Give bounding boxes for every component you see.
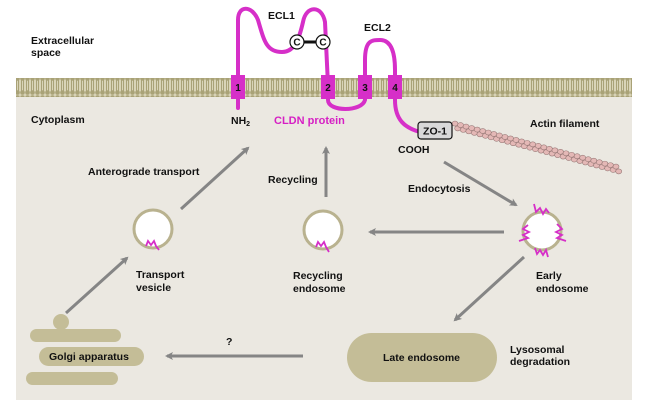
actin-bead [451, 120, 459, 127]
actin-bead [534, 143, 542, 149]
tm-label-3: 3 [362, 83, 368, 94]
actin-bead [468, 125, 475, 131]
golgi-to-vesicle-arrow [64, 256, 129, 315]
cldn-protein-label: CLDN protein [274, 115, 345, 127]
actin-bead [529, 141, 537, 148]
recycling-endosome-cldn [315, 240, 330, 253]
actin-bead [479, 128, 487, 134]
late-endosome [347, 333, 497, 382]
early-endosome-cldn [518, 203, 567, 258]
golgi-apparatus [26, 314, 144, 385]
actin-bead [523, 140, 531, 146]
actin-bead [546, 146, 553, 152]
actin-bead [462, 123, 470, 130]
early-to-late-arrow [453, 255, 526, 322]
actin-bead [485, 129, 492, 136]
actin-bead [496, 132, 503, 139]
tm-label-2: 2 [325, 83, 331, 94]
actin-bead [573, 153, 581, 160]
actin-bead [568, 151, 575, 158]
anterograde-transport-label: Anterograde transport [88, 166, 200, 178]
recycling-endosome [302, 209, 344, 251]
lysosomal-label-line2: degradation [510, 356, 570, 368]
actin-bead [501, 134, 509, 140]
cytoplasm-label: Cytoplasm [31, 114, 85, 126]
actin-bead [590, 157, 598, 164]
endocytosis-label: Endocytosis [408, 183, 471, 195]
actin-bead [457, 122, 464, 128]
ecl2-label: ECL2 [364, 22, 391, 34]
late-endosome-label: Late endosome [383, 352, 460, 364]
actin-filament [451, 120, 623, 175]
actin-bead [579, 154, 586, 161]
endocytosis-arrow [443, 160, 518, 207]
actin-bead [557, 148, 564, 155]
anterograde-arrow [179, 146, 250, 211]
zo1-label: ZO-1 [423, 126, 447, 138]
cysteine-right-label: C [319, 38, 326, 49]
transport-vesicle-label-line2: vesicle [136, 282, 171, 294]
tm-domain-2 [321, 75, 335, 99]
actin-bead [473, 126, 481, 133]
recycling-endosome-label-line2: endosome [293, 283, 346, 295]
actin-bead [584, 156, 592, 162]
tm-label-1: 1 [235, 83, 241, 94]
cooh-label: COOH [398, 144, 430, 156]
recycling-label: Recycling [268, 174, 318, 186]
actin-bead [490, 131, 498, 137]
actin-bead [596, 159, 603, 165]
actin-bead [518, 138, 525, 145]
nh2-label: NH2 [231, 115, 250, 128]
recycling-endosome-label-line1: Recycling [293, 270, 343, 282]
cysteine-right [315, 34, 331, 50]
tm-label-4: 4 [392, 83, 398, 94]
golgi-label: Golgi apparatus [49, 351, 129, 363]
transport-vesicle-label-line1: Transport [136, 269, 185, 281]
actin-bead [607, 162, 614, 168]
actin-bead [512, 137, 520, 143]
early-endosome-label-line1: Early [536, 270, 562, 282]
cysteine-left-label: C [293, 38, 300, 49]
actin-bead [601, 160, 609, 167]
question-label: ? [226, 336, 232, 348]
zo1-box [417, 121, 453, 140]
tm-domain-1 [231, 75, 245, 99]
extracellular-label-line1: Extracellular [31, 35, 94, 47]
tm-domain-4 [388, 75, 402, 99]
actin-bead [507, 135, 514, 142]
actin-bead [562, 150, 570, 157]
ecl1-label: ECL1 [268, 10, 295, 22]
extracellular-label-line2: space [31, 47, 61, 59]
actin-bead [615, 168, 623, 175]
actin-bead [612, 163, 620, 170]
transport-vesicle [132, 208, 174, 250]
early-endosome-label-line2: endosome [536, 283, 589, 295]
lysosomal-label-line1: Lysosomal [510, 344, 565, 356]
actin-filament-label: Actin filament [530, 118, 600, 130]
actin-bead [551, 147, 559, 154]
actin-bead [540, 144, 548, 151]
transport-vesicle-cldn [145, 239, 160, 251]
tm-domain-3 [358, 75, 372, 99]
cysteine-left [289, 34, 305, 50]
